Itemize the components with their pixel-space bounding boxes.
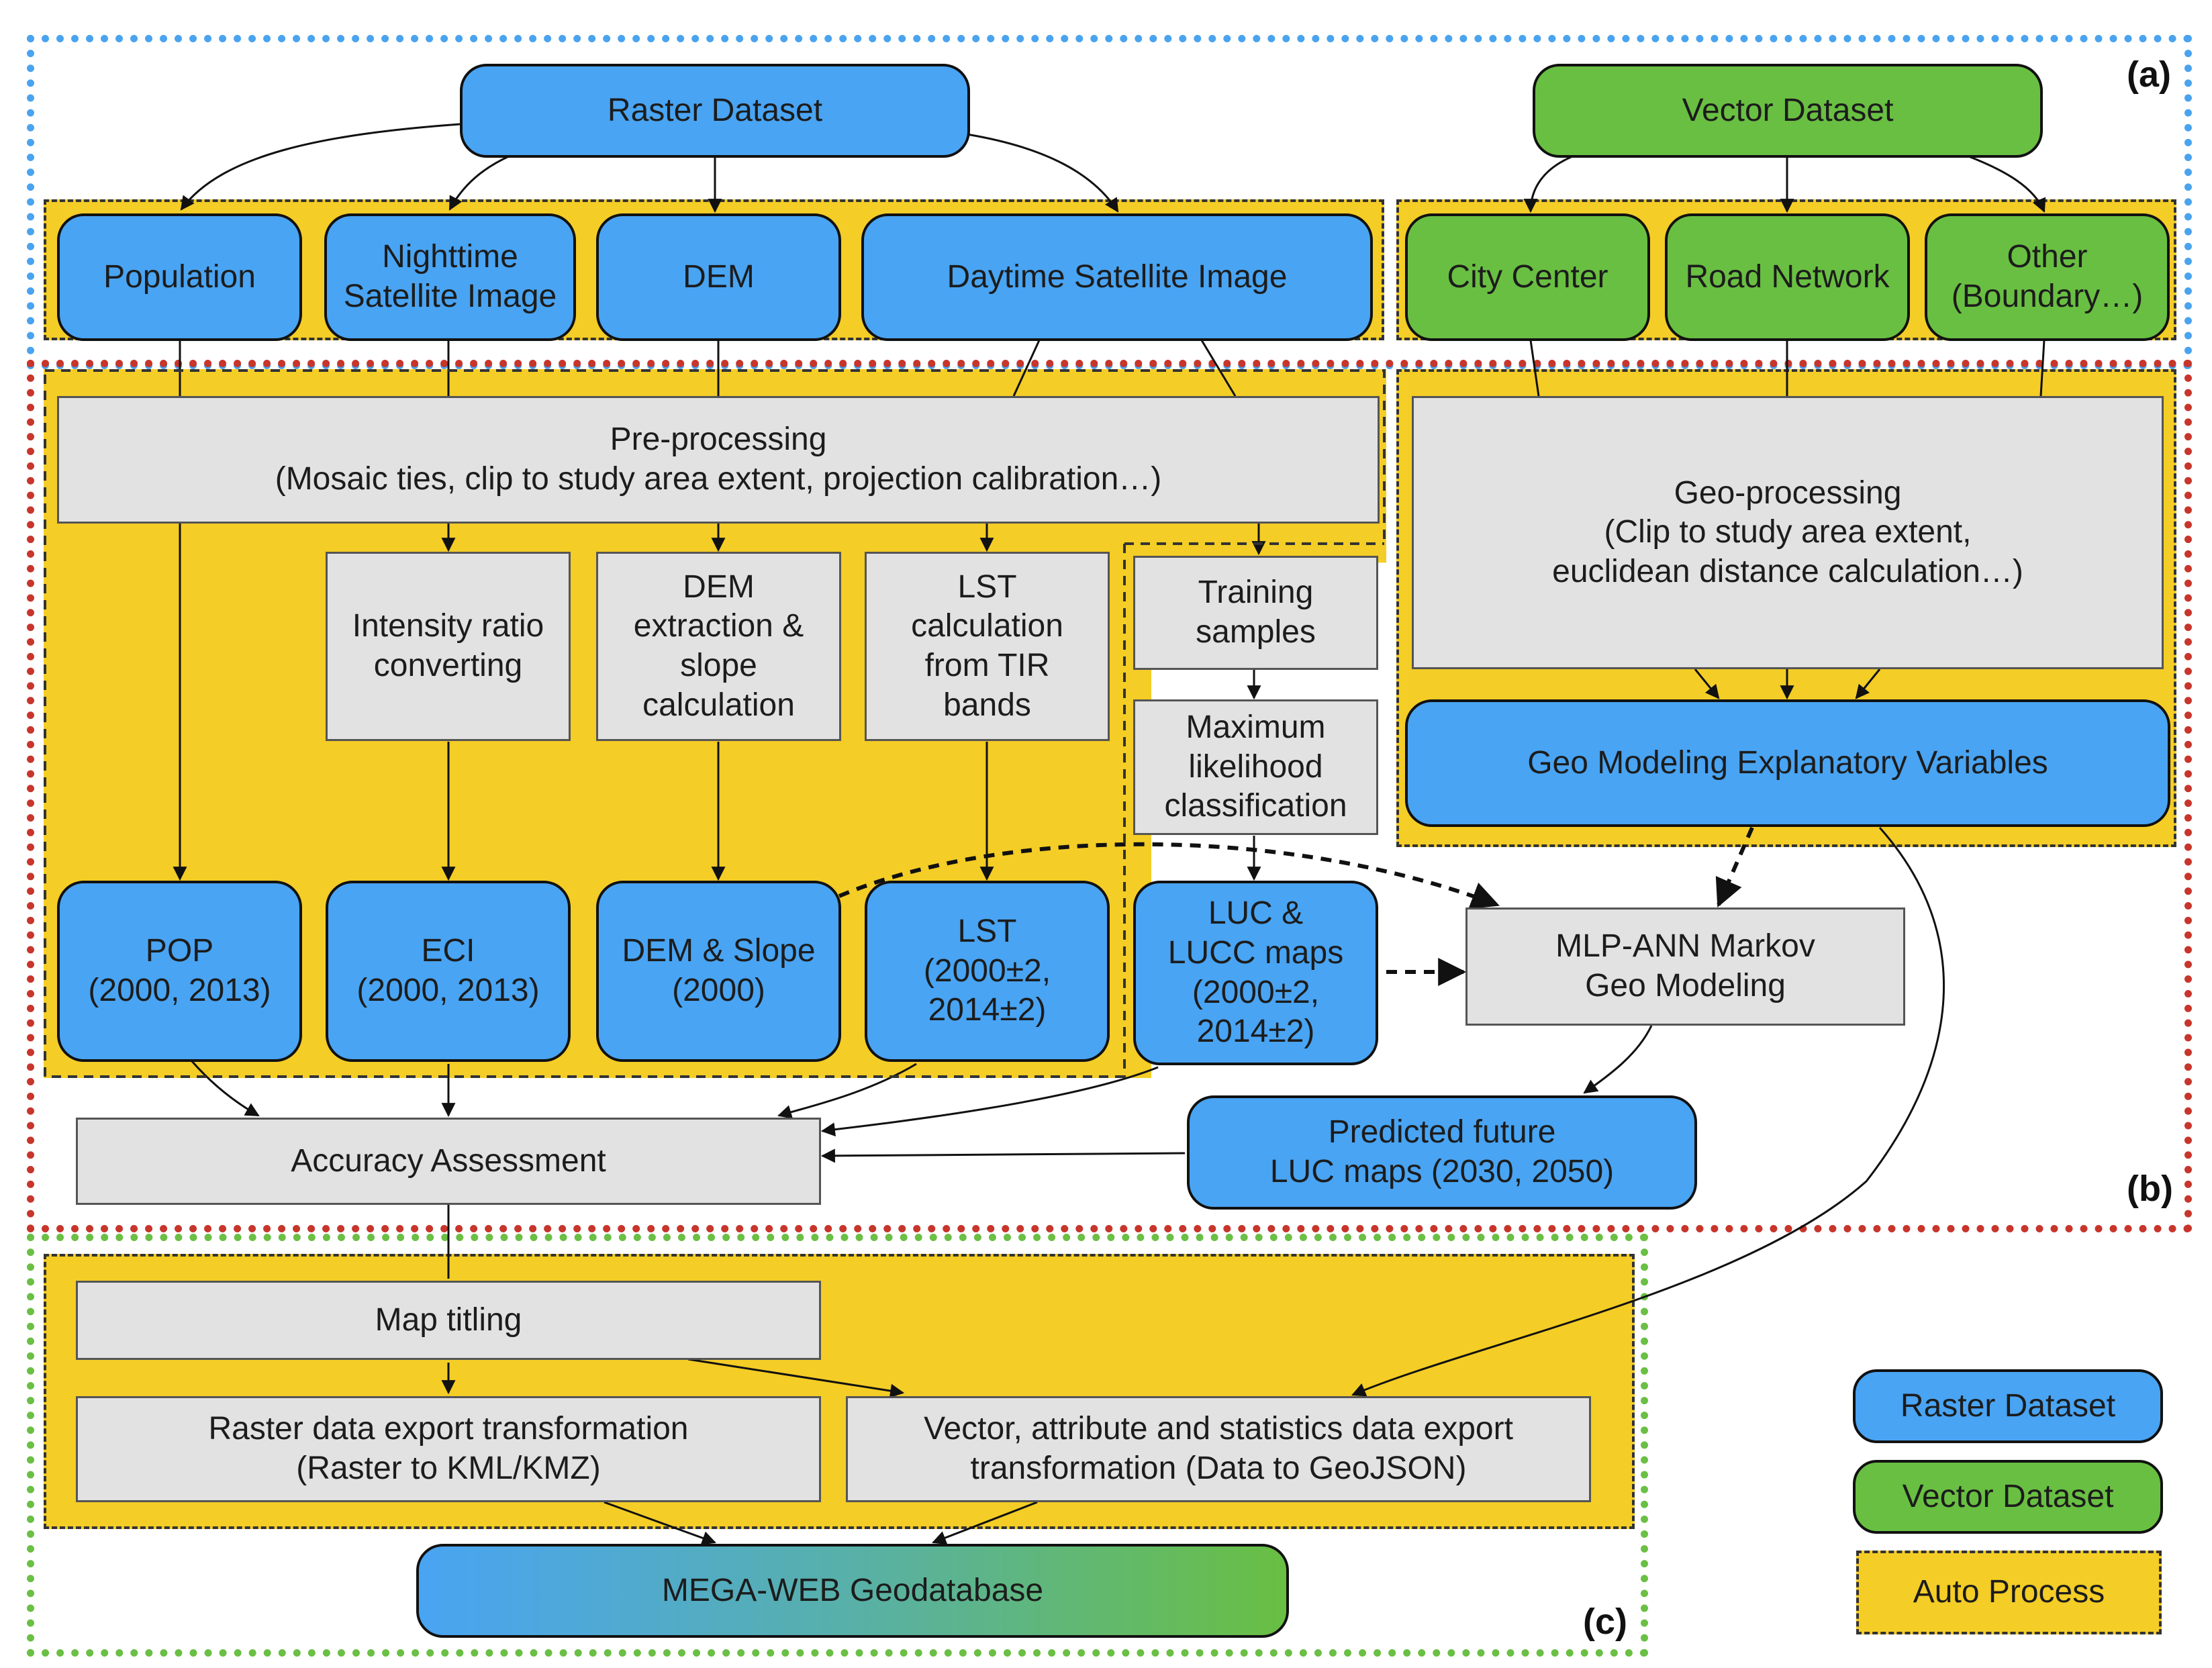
edge-rasterexport-to-mega: [604, 1501, 716, 1545]
raster-export-node: Raster data export transformation (Raste…: [76, 1396, 821, 1502]
panel-label-c: (c): [1583, 1602, 1627, 1642]
raster-dataset-node: Raster Dataset: [460, 64, 970, 158]
legend-auto-process: Auto Process: [1856, 1551, 2162, 1634]
luc-maps-node: LUC & LUCC maps (2000±2, 2014±2): [1133, 881, 1378, 1065]
lst-calculation-node: LST calculation from TIR bands: [865, 552, 1110, 741]
road-network-node: Road Network: [1665, 213, 1910, 341]
legend-raster: Raster Dataset: [1853, 1369, 2163, 1443]
dem-extraction-node: DEM extraction & slope calculation: [596, 552, 841, 741]
edge-luc-to-accuracy: [820, 1066, 1159, 1137]
edge-demslope-to-mlp-dashed: [838, 842, 1500, 910]
other-boundary-node: Other (Boundary…): [1925, 213, 2170, 341]
edge-raster-to-daytime: [966, 133, 1119, 213]
edge-lst-to-accuracy: [777, 1063, 917, 1119]
edge-geovars-to-vectorexport: [1351, 827, 1945, 1397]
vector-dataset-node: Vector Dataset: [1533, 64, 2043, 158]
edge-predicted-to-accuracy: [820, 1148, 1186, 1163]
edge-other-to-geo: [2039, 340, 2046, 397]
edge-daytime-to-training: [1200, 340, 1237, 397]
predicted-luc-node: Predicted future LUC maps (2030, 2050): [1187, 1095, 1697, 1210]
panel-frame-b: [27, 360, 2192, 1232]
legend-vector: Vector Dataset: [1853, 1460, 2163, 1534]
edge-maptitling-to-vectorexport: [687, 1358, 905, 1398]
edge-geo-to-vars-3: [1855, 669, 1881, 699]
geo-modeling-variables-node: Geo Modeling Explanatory Variables: [1405, 699, 2170, 827]
max-likelihood-node: Maximum likelihood classification: [1133, 699, 1378, 835]
mega-web-geodatabase-node: MEGA-WEB Geodatabase: [416, 1544, 1289, 1638]
geoprocessing-node: Geo-processing (Clip to study area exten…: [1412, 396, 2164, 669]
population-node: Population: [57, 213, 302, 341]
intensity-ratio-node: Intensity ratio converting: [326, 552, 571, 741]
edge-vector-to-city: [1523, 154, 1575, 213]
pop-output-node: POP (2000, 2013): [57, 881, 302, 1062]
map-titling-node: Map titling: [76, 1281, 821, 1360]
edge-raster-to-population: [180, 123, 461, 211]
accuracy-assessment-node: Accuracy Assessment: [76, 1118, 821, 1205]
daytime-satellite-node: Daytime Satellite Image: [861, 213, 1373, 341]
edge-geo-to-vars-1: [1694, 669, 1720, 699]
edge-city-to-geo: [1529, 340, 1540, 397]
eci-output-node: ECI (2000, 2013): [326, 881, 571, 1062]
auto-region-raster-processing-border: [44, 369, 1386, 1078]
nighttime-satellite-node: Nighttime Satellite Image: [324, 213, 576, 341]
panel-label-a: (a): [2127, 54, 2171, 95]
mlp-ann-markov-node: MLP-ANN Markov Geo Modeling: [1465, 907, 1905, 1026]
training-samples-node: Training samples: [1133, 556, 1378, 670]
dem-slope-output-node: DEM & Slope (2000): [596, 881, 841, 1062]
edge-raster-to-nighttime: [448, 154, 511, 211]
edge-vector-to-other: [1966, 154, 2046, 213]
preprocessing-node: Pre-processing (Mosaic ties, clip to stu…: [57, 396, 1380, 524]
panel-frame-c: [27, 1234, 1648, 1657]
lst-output-node: LST (2000±2, 2014±2): [865, 881, 1110, 1062]
panel-label-b: (b): [2127, 1169, 2173, 1209]
edge-mlp-to-predicted: [1583, 1025, 1653, 1094]
edge-geovars-to-mlp-dashed: [1715, 826, 1754, 907]
edge-pop-to-accuracy: [190, 1060, 260, 1117]
edge-daytime-to-pre: [1012, 340, 1041, 397]
edge-vectorexport-to-mega: [932, 1501, 1038, 1544]
dem-node: DEM: [596, 213, 841, 341]
vector-export-node: Vector, attribute and statistics data ex…: [846, 1396, 1591, 1502]
city-center-node: City Center: [1405, 213, 1650, 341]
